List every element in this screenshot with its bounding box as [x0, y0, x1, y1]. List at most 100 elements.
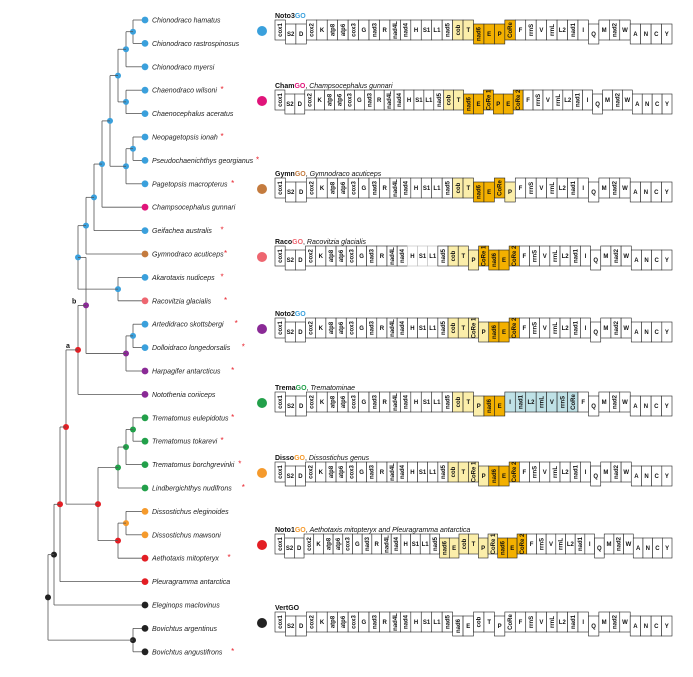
gene-label: CoRe — [498, 180, 504, 196]
asterisk-mark: * — [231, 366, 234, 375]
tip-dot — [141, 601, 149, 609]
gene-label: I — [509, 400, 511, 406]
species-name: Pseudochaenichthys georgianus — [152, 158, 254, 165]
gene-label: L1 — [425, 98, 433, 104]
panel-title-suffix: GO — [296, 385, 307, 392]
tip-dot — [141, 16, 149, 24]
gene-label: Y — [665, 404, 669, 410]
gene-label: R — [377, 98, 382, 104]
gene-label: N — [644, 330, 648, 336]
gene-label: nad4L — [387, 91, 393, 109]
gene-label: cox1 — [278, 23, 284, 37]
gene-label: nad4 — [404, 22, 410, 37]
tip-dot — [141, 180, 149, 188]
gene-label: G — [357, 98, 362, 104]
gene-label: CoRe 1 — [472, 461, 478, 482]
tip-dot — [141, 391, 149, 398]
gene-label: A — [633, 190, 638, 196]
panel-title-prefix: Trema — [275, 385, 296, 392]
gene-label: nad6 — [477, 26, 483, 41]
gene-label: Y — [665, 624, 669, 630]
gene-label: K — [320, 28, 325, 34]
panel-title-suffix: GO — [294, 83, 305, 90]
group-dot — [257, 540, 267, 550]
panel-subtitle-sep: , — [303, 239, 307, 246]
species-name: Neopagetopsis ionah — [152, 135, 218, 142]
gene-label: rrnL — [556, 94, 562, 106]
gene-label: nad6 — [456, 618, 462, 633]
gene-label: T — [461, 470, 465, 476]
gene-label: T — [457, 98, 461, 104]
gene-label: T — [461, 326, 465, 332]
gene-label: D — [299, 624, 304, 630]
gene-label: D — [299, 190, 304, 196]
gene-label: rrnS — [533, 466, 539, 478]
gene-label: R — [383, 620, 388, 626]
gene-label: cox3 — [351, 615, 357, 629]
gene-label: L2 — [562, 254, 570, 260]
asterisk-mark: * — [235, 319, 238, 328]
gene-label: E — [476, 102, 480, 108]
gene-label: F — [526, 98, 530, 104]
gene-label: nad4L — [384, 535, 390, 553]
gene-label: K — [319, 254, 324, 260]
node-label-a: a — [66, 343, 70, 350]
gene-label: cox2 — [310, 395, 316, 409]
gene-label: Q — [591, 624, 596, 630]
gene-label: E — [502, 474, 506, 480]
gene-label: V — [543, 254, 547, 260]
gene-label: rrnS — [533, 250, 539, 262]
gene-label: nad2 — [617, 536, 623, 551]
node-label-b: b — [72, 298, 76, 305]
gene-label: D — [297, 546, 302, 552]
gene-label: cox3 — [346, 537, 352, 551]
tip-dot — [141, 320, 149, 328]
gene-label: K — [319, 470, 324, 476]
tip-dot — [141, 110, 149, 117]
gene-label: L1 — [429, 470, 437, 476]
gene-label: rrnL — [550, 616, 556, 628]
gene-label: nad2 — [613, 22, 619, 37]
group-dot — [257, 184, 267, 194]
gene-label: nad6 — [487, 398, 493, 413]
tip-dot — [141, 40, 149, 47]
gene-label: Q — [593, 258, 598, 264]
group-dot — [257, 324, 267, 334]
tip-dot — [141, 531, 149, 539]
asterisk-mark: * — [220, 436, 223, 445]
gene-label: L1 — [433, 186, 441, 192]
gene-label: G — [359, 254, 364, 260]
gene-label: S2 — [287, 190, 295, 196]
gene-label: S1 — [415, 98, 423, 104]
species-name: Trematomus eulepidotus — [152, 415, 229, 422]
panel-subtitle-sep: , — [307, 385, 311, 392]
tip-dot — [141, 508, 149, 515]
panel-title: Noto1GO, Aethotaxis mitopteryx and Pleur… — [275, 527, 470, 534]
gene-label: S2 — [287, 474, 295, 480]
gene-label: rrnL — [559, 538, 565, 550]
gene-label: E — [506, 102, 510, 108]
gene-label: M — [603, 254, 608, 260]
gene-label: G — [361, 620, 366, 626]
gene-label: rrnS — [529, 182, 535, 194]
panel-title-suffix: GO — [295, 171, 306, 178]
gene-label: H — [404, 542, 408, 548]
gene-label: I — [585, 254, 587, 260]
gene-label: Q — [597, 546, 602, 552]
gene-label: L2 — [527, 400, 535, 406]
gene-label: I — [582, 186, 584, 192]
gene-label: atp8 — [330, 615, 336, 628]
species-name: Dissostichus mawsoni — [152, 532, 221, 539]
gene-box — [662, 537, 673, 559]
gene-label: cox1 — [278, 181, 284, 195]
gene-label: CoRe 1 — [491, 533, 497, 554]
tip-dot — [141, 203, 149, 211]
gene-label: S1 — [412, 542, 420, 548]
gene-label: cox3 — [349, 321, 355, 335]
tip-dot — [141, 297, 149, 305]
gene-label: M — [603, 326, 608, 332]
gene-label: H — [414, 620, 418, 626]
